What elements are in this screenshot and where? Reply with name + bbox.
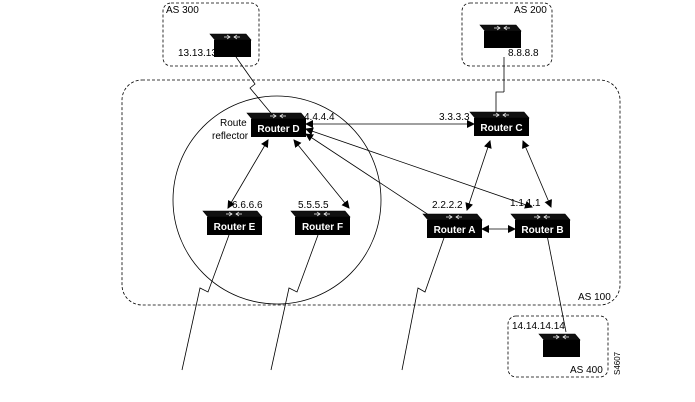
router-c: Router C: [469, 111, 530, 136]
link-as200-c-elbow: [495, 91, 504, 112]
ibgp-c-a: [465, 140, 492, 211]
link-b-as400: [546, 234, 567, 333]
as100-boundary: [121, 79, 621, 306]
ibgp-d-b: [305, 127, 533, 209]
serial-link-a: [401, 234, 446, 371]
ibgp-d-f: [293, 139, 350, 209]
router-a-address: 2.2.2.2: [432, 200, 463, 211]
as300-label: AS 300: [166, 5, 199, 16]
router-d-address: 4.4.4.4: [304, 112, 335, 123]
as300-boundary: [162, 2, 260, 67]
router-d-label: Router D: [257, 124, 299, 135]
as100-label: AS 100: [578, 292, 611, 303]
router-b: Router B: [510, 213, 571, 238]
as200-label: AS 200: [514, 5, 547, 16]
router-a-label: Router A: [434, 225, 476, 236]
router-e-label: Router E: [214, 222, 256, 233]
as400-router-icon: [538, 333, 581, 358]
router-e: Router E: [202, 210, 263, 235]
router-b-label: Router B: [521, 225, 563, 236]
as300-router-address: 13.13.13.13: [178, 48, 231, 59]
as200-router-address: 8.8.8.8: [508, 48, 539, 59]
as400-boundary: [507, 315, 609, 378]
serial-link-e: [181, 234, 230, 371]
router-e-address: 6.6.6.6: [232, 200, 263, 211]
serial-link-as300-d: [235, 56, 276, 119]
router-f-address: 5.5.5.5: [298, 200, 329, 211]
ibgp-d-e: [227, 139, 269, 209]
router-f-label: Router F: [302, 222, 343, 233]
router-c-address: 3.3.3.3: [439, 112, 470, 123]
as200-boundary: [461, 2, 553, 67]
router-a: Router A: [422, 213, 483, 238]
serial-link-f: [270, 234, 319, 371]
route-reflector-label-line2: reflector: [212, 131, 249, 142]
router-d: Router D: [246, 112, 307, 137]
figure-id: S4607: [613, 351, 622, 375]
ibgp-c-b: [522, 140, 552, 208]
as400-label: AS 400: [570, 365, 603, 376]
router-b-address: 1.1.1.1: [510, 198, 541, 209]
route-reflector-label-line1: Route: [220, 118, 247, 129]
router-f: Router F: [290, 210, 351, 235]
as200-router-icon: [479, 24, 522, 49]
as400-router-address: 14.14.14.14: [512, 321, 565, 332]
router-c-label: Router C: [480, 123, 522, 134]
